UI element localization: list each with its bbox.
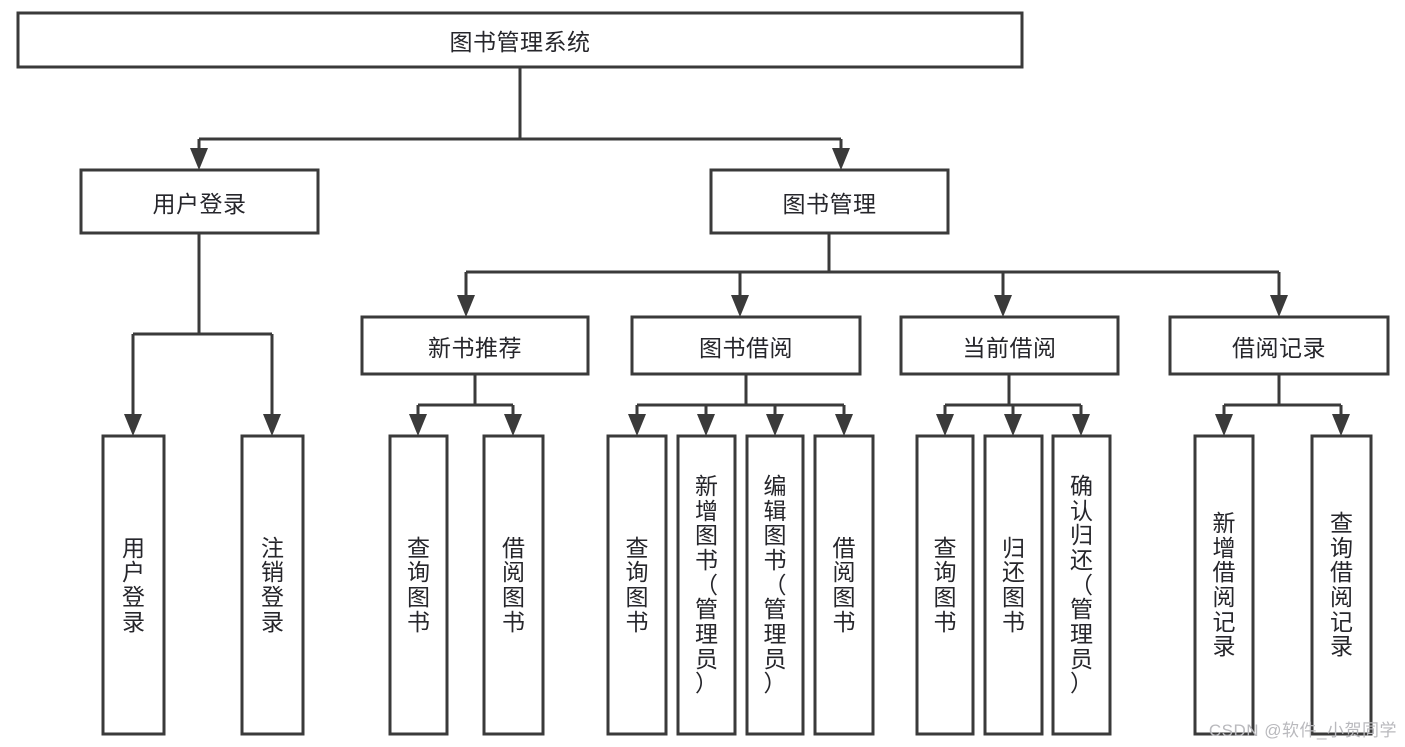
node-box-l3-2[interactable] (899, 315, 1120, 376)
node-box-leaf-1[interactable] (240, 434, 305, 736)
connector-book-borrow-to-leaves (628, 374, 853, 436)
connector-root-to-level2 (190, 67, 850, 170)
node-box-l3-3[interactable] (1168, 315, 1390, 376)
connector-new-books-to-leaves (409, 374, 522, 436)
node-box-leaf-4[interactable] (606, 434, 668, 736)
node-box-leaf-12[interactable] (1310, 434, 1373, 736)
node-box-leaf-6[interactable] (745, 434, 805, 736)
node-box-leaf-9[interactable] (983, 434, 1044, 736)
node-box-l3-0[interactable] (360, 315, 590, 376)
connector-book-manage-to-level3 (457, 233, 1288, 317)
connector-user-login-to-leaves (124, 233, 281, 436)
node-box-root[interactable] (16, 11, 1024, 69)
connector-current-borrow-to-leaves (936, 374, 1090, 436)
node-box-leaf-11[interactable] (1193, 434, 1255, 736)
node-box-l2-1[interactable] (709, 168, 950, 235)
node-box-leaf-5[interactable] (676, 434, 737, 736)
node-box-l3-1[interactable] (630, 315, 862, 376)
node-box-leaf-8[interactable] (915, 434, 975, 736)
node-box-leaf-3[interactable] (482, 434, 545, 736)
node-box-leaf-0[interactable] (101, 434, 166, 736)
node-box-leaf-10[interactable] (1051, 434, 1112, 736)
node-box-leaf-7[interactable] (813, 434, 875, 736)
connector-borrow-record-to-leaves (1215, 374, 1350, 436)
node-box-leaf-2[interactable] (388, 434, 449, 736)
node-box-l2-0[interactable] (79, 168, 320, 235)
watermark-text: CSDN @软件_小贺同学 (1208, 721, 1397, 740)
